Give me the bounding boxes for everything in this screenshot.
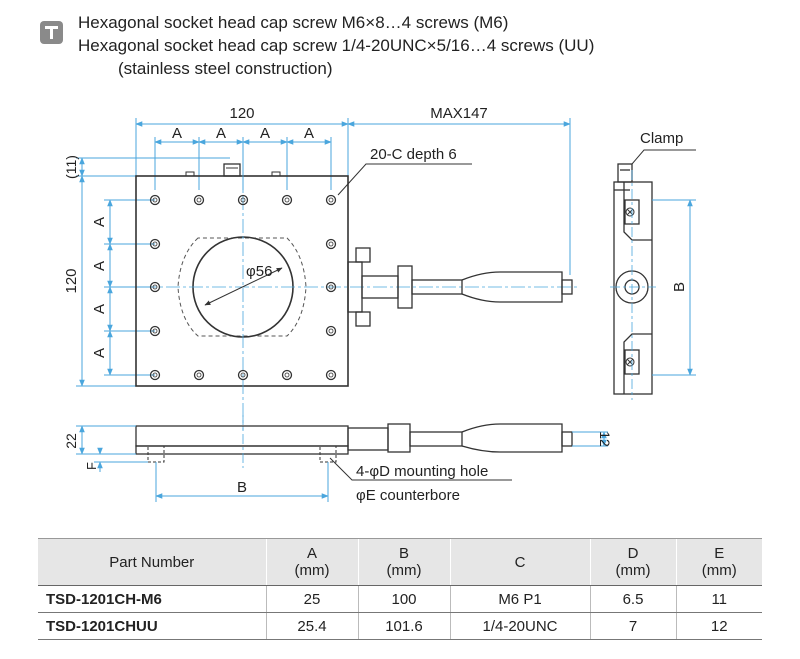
tapped-hole — [149, 194, 161, 206]
b-cell: 100 — [357, 585, 450, 613]
spec-table: Part Number A(mm) B(mm) C D(mm) E(mm) TS… — [38, 538, 762, 640]
tapped-hole — [237, 369, 249, 381]
pitch-a-label: A — [91, 217, 108, 227]
tapped-hole — [193, 194, 205, 206]
side-view-right — [610, 163, 656, 400]
pitch-a-label: A — [260, 125, 270, 142]
pitch-a-label: A — [91, 348, 108, 358]
pitch-a-label: A — [216, 125, 226, 142]
aperture-diameter: φ56 — [246, 263, 272, 280]
front-view — [135, 423, 573, 463]
pitch-a-label: A — [172, 125, 182, 142]
hidden-outline — [177, 237, 307, 337]
clamp-knob — [223, 163, 241, 177]
table-row: TSD-1201CH-M6 25 100 M6 P1 6.5 11 — [38, 585, 762, 613]
pitch-a-label: A — [91, 304, 108, 314]
col-header-b: B(mm) — [357, 538, 450, 586]
b-cell: 101.6 — [357, 612, 450, 640]
tapped-hole-note: 20-C depth 6 — [370, 146, 457, 163]
tapped-hole — [325, 238, 337, 250]
tapped-hole — [325, 281, 337, 293]
c-cell: M6 P1 — [449, 585, 590, 613]
pitch-a-label: A — [91, 261, 108, 271]
e-cell: 11 — [675, 585, 762, 613]
tapped-hole — [281, 194, 293, 206]
tapped-holes — [149, 194, 337, 381]
col-header-e: E(mm) — [675, 538, 762, 586]
part-number-cell: TSD-1201CHUU — [38, 612, 266, 640]
stage-plate-top — [135, 175, 349, 387]
counterbore-note: φE counterbore — [356, 487, 460, 504]
front-b-dimension: B — [237, 479, 247, 496]
tapped-hole — [325, 369, 337, 381]
col-header-c: C — [449, 538, 590, 586]
d-cell: 7 — [589, 612, 676, 640]
max-travel-dimension: MAX147 — [430, 105, 488, 122]
col-header-d: D(mm) — [589, 538, 676, 586]
micrometer-height: 12 — [597, 431, 613, 447]
screw-note-m6: Hexagonal socket head cap screw M6×8…4 s… — [78, 13, 509, 32]
width-dimension: 120 — [229, 105, 254, 122]
tapped-hole — [149, 281, 161, 293]
tapped-hole — [281, 369, 293, 381]
tapped-hole — [237, 194, 249, 206]
a-cell: 25.4 — [265, 612, 358, 640]
height-dimension: 120 — [63, 268, 80, 293]
clamp-label: Clamp — [640, 130, 683, 147]
d-cell: 6.5 — [589, 585, 676, 613]
tapped-hole — [325, 194, 337, 206]
screw-info-icon — [40, 21, 63, 44]
screw-note-uu: Hexagonal socket head cap screw 1/4-20UN… — [78, 36, 595, 55]
offset-dimension: (11) — [63, 155, 79, 179]
tapped-hole — [149, 238, 161, 250]
tapped-hole — [149, 369, 161, 381]
tapped-hole — [193, 369, 205, 381]
col-header-part-number: Part Number — [38, 538, 266, 586]
tapped-hole — [325, 325, 337, 337]
table-header-row: Part Number A(mm) B(mm) C D(mm) E(mm) — [38, 538, 762, 586]
mounting-hole-note: 4-φD mounting hole — [356, 463, 488, 480]
technical-drawing: 120 MAX147 A A A A 20-C depth 6 (11) 120… — [63, 105, 696, 504]
material-note: (stainless steel construction) — [118, 59, 333, 78]
col-header-a: A(mm) — [265, 538, 358, 586]
table-row: TSD-1201CHUU 25.4 101.6 1/4-20UNC 7 12 — [38, 612, 762, 640]
side-b-dimension: B — [671, 282, 688, 292]
counterbore-depth-f: F — [84, 462, 99, 470]
clamp-screw — [617, 163, 633, 183]
tapped-hole — [149, 325, 161, 337]
part-number-cell: TSD-1201CH-M6 — [38, 585, 266, 613]
top-view — [76, 118, 580, 430]
pitch-a-label: A — [304, 125, 314, 142]
c-cell: 1/4-20UNC — [449, 612, 590, 640]
micrometer-top — [347, 247, 573, 327]
a-cell: 25 — [265, 585, 358, 613]
thickness-dimension: 22 — [63, 433, 79, 449]
e-cell: 12 — [675, 612, 762, 640]
